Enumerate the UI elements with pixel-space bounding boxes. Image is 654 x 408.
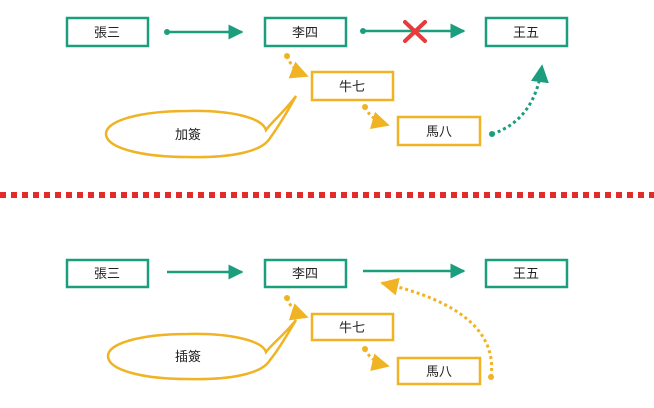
- bottom-edge-lisi-niuqi: [284, 295, 309, 321]
- top-node-lisi: 李四: [263, 16, 348, 48]
- top-edge-niuqi-maba: [362, 104, 390, 130]
- bottom-section: 張三 李四 王五 牛七 馬八: [65, 258, 569, 386]
- bottom-node-wangwu-label: 王五: [513, 267, 539, 282]
- bottom-node-zhangsan: 張三: [65, 258, 150, 289]
- bottom-edge-maba-lisi: [380, 277, 494, 380]
- top-callout-label: 加簽: [175, 127, 201, 143]
- top-node-zhangsan-label: 張三: [94, 26, 120, 41]
- top-node-maba: 馬八: [396, 115, 482, 147]
- top-node-lisi-label: 李四: [292, 26, 318, 41]
- bottom-node-maba: 馬八: [396, 356, 482, 386]
- bottom-callout-label: 插簽: [175, 349, 201, 365]
- bottom-node-zhangsan-label: 張三: [94, 267, 120, 282]
- bottom-node-wangwu: 王五: [484, 258, 569, 289]
- top-section: 張三 李四 王五 牛七 馬八: [65, 16, 569, 159]
- top-callout-bubble: 加簽: [104, 95, 298, 159]
- top-node-zhangsan: 張三: [65, 16, 150, 48]
- bottom-edge-niuqi-maba: [362, 346, 390, 372]
- top-node-niuqi-label: 牛七: [339, 80, 365, 95]
- cross-mark-icon: [403, 20, 427, 43]
- bottom-node-maba-label: 馬八: [426, 365, 452, 380]
- bottom-node-niuqi-label: 牛七: [339, 321, 365, 336]
- top-edge-maba-wangwu: [489, 64, 549, 137]
- bottom-node-niuqi: 牛七: [310, 312, 395, 342]
- bottom-node-lisi-label: 李四: [292, 267, 318, 282]
- bottom-callout-bubble: 插簽: [106, 319, 298, 381]
- top-node-wangwu-label: 王五: [513, 26, 539, 41]
- top-node-maba-label: 馬八: [426, 125, 452, 140]
- top-node-wangwu: 王五: [484, 16, 569, 48]
- top-node-niuqi: 牛七: [310, 70, 395, 102]
- top-edge-zhangsan-lisi: [164, 24, 244, 40]
- bottom-node-lisi: 李四: [263, 258, 348, 289]
- top-edge-lisi-niuqi: [284, 53, 309, 79]
